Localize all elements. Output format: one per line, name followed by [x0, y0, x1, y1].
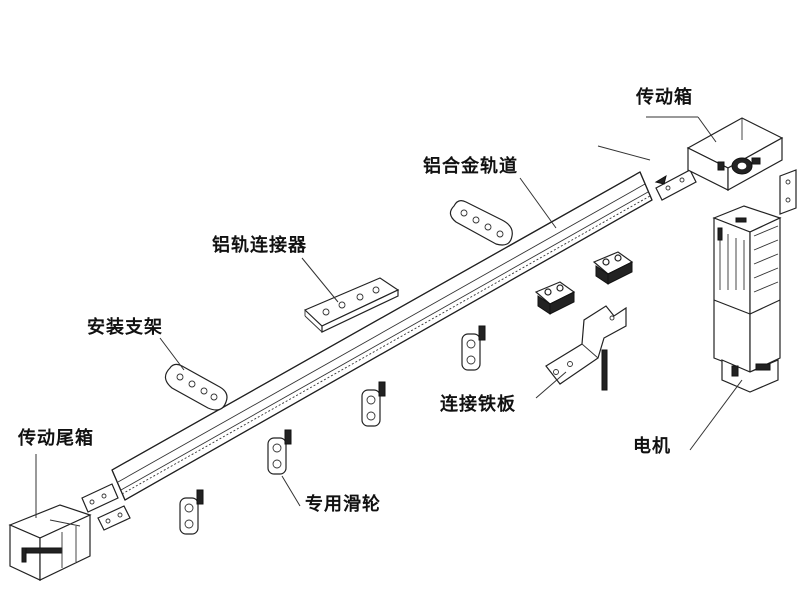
transmission-box: [686, 117, 797, 215]
leader-track-end: [597, 145, 651, 161]
label-mounting-bracket: 安装支架: [87, 317, 163, 338]
label-connecting-plate: 连接铁板: [440, 394, 516, 415]
label-pulley: 专用滑轮: [305, 494, 381, 515]
leader-track-connector: [301, 257, 339, 303]
mounting-bracket: [164, 363, 228, 411]
pulleys: [179, 325, 486, 535]
leader-motor: [689, 379, 743, 451]
motor: [712, 205, 782, 393]
pulley-1: [179, 489, 204, 535]
leader-lines: [35, 116, 743, 518]
pulley-3: [361, 381, 386, 427]
label-transmission-box: 传动箱: [636, 87, 693, 108]
connecting-plate: [545, 305, 627, 391]
leader-connecting-plate: [535, 371, 567, 399]
pulley-2: [267, 429, 292, 475]
label-track-connector: 铝轨连接器: [212, 235, 307, 256]
label-tail-box: 传动尾箱: [18, 428, 94, 449]
aluminum-track: [81, 169, 697, 531]
track-connector: [303, 277, 400, 333]
label-aluminum-track: 铝合金轨道: [423, 156, 518, 177]
tail-box: [8, 504, 92, 581]
pulley-4: [461, 325, 486, 371]
mounting-bracket-top: [449, 200, 513, 246]
leader-pulley: [281, 475, 301, 507]
master-carriages: [534, 251, 634, 315]
label-motor: 电机: [633, 436, 671, 457]
leader-mounting-bracket: [159, 337, 185, 371]
carriage-1: [534, 281, 576, 315]
carriage-2: [592, 251, 634, 285]
leader-aluminum-track: [519, 177, 557, 229]
